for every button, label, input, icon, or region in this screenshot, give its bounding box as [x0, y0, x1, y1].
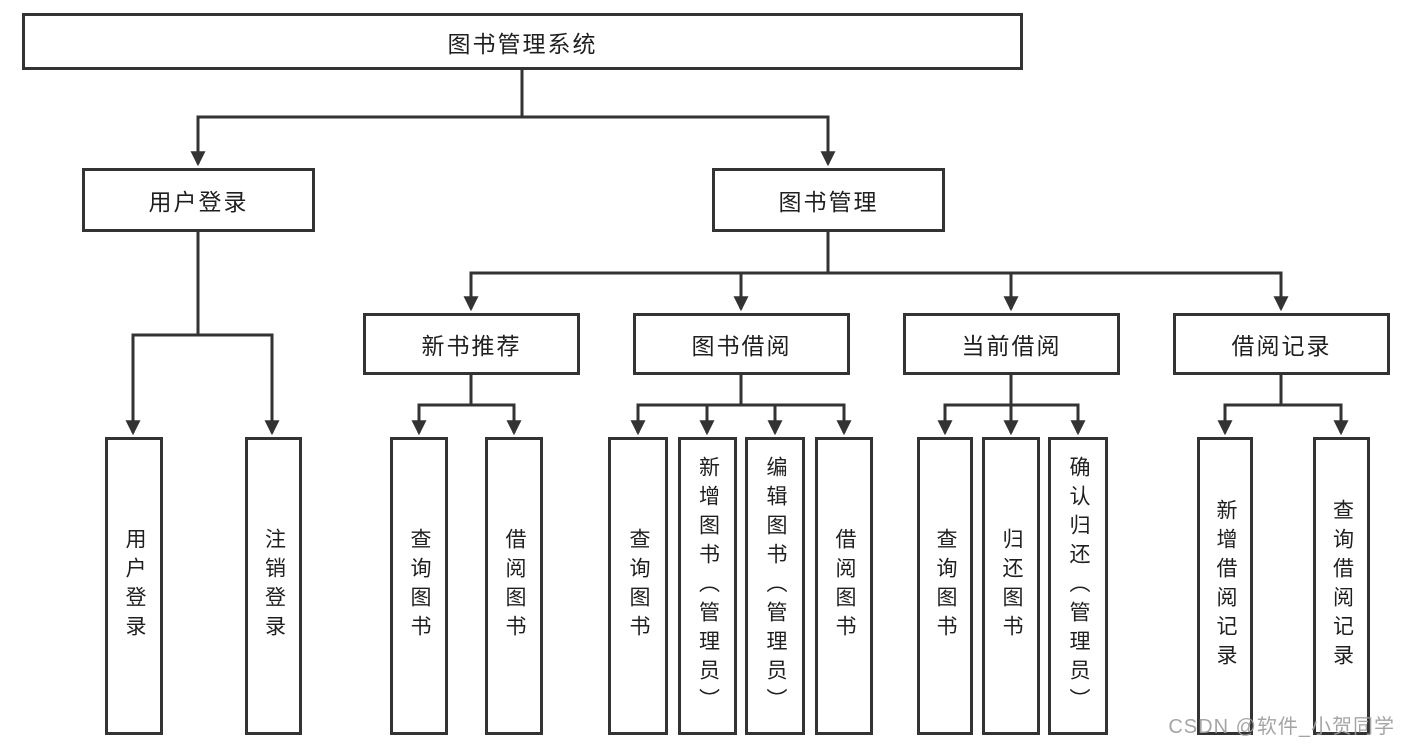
- node-book-borrow-label: 图书借阅: [691, 333, 792, 359]
- edges-current-borrow-to-leaves: [937, 375, 1086, 436]
- leaf-add-book-admin-label: 新增图书（管理员）: [696, 455, 720, 717]
- csdn-watermark: CSDN @软件_小贺同学: [1168, 716, 1395, 738]
- node-book-management-label: 图书管理: [778, 189, 879, 215]
- node-new-book-recommend-label: 新书推荐: [421, 333, 522, 359]
- leaf-borrow-books-label: 借阅图书: [833, 528, 857, 644]
- node-book-borrow: 图书借阅: [633, 313, 850, 375]
- leaf-user-login-label: 用户登录: [123, 528, 147, 644]
- leaf-borrow-books-recommend-label: 借阅图书: [503, 528, 527, 644]
- leaf-edit-book-admin: 编辑图书（管理员）: [745, 437, 805, 735]
- leaf-query-books-current: 查询图书: [917, 437, 973, 735]
- leaf-query-borrow-record-label: 查询借阅记录: [1330, 499, 1354, 673]
- leaf-confirm-return-admin: 确认归还（管理员）: [1048, 437, 1108, 735]
- leaf-query-books-recommend: 查询图书: [390, 437, 448, 735]
- node-current-borrow: 当前借阅: [903, 313, 1120, 375]
- leaf-borrow-books-recommend: 借阅图书: [485, 437, 543, 735]
- leaf-borrow-books: 借阅图书: [815, 437, 873, 735]
- leaf-return-book-label: 归还图书: [1000, 528, 1024, 644]
- leaf-edit-book-admin-label: 编辑图书（管理员）: [764, 455, 788, 717]
- node-book-management: 图书管理: [712, 168, 945, 232]
- leaf-query-books-borrow-label: 查询图书: [627, 528, 651, 644]
- leaf-query-books-recommend-label: 查询图书: [408, 528, 432, 644]
- node-borrow-records-label: 借阅记录: [1231, 333, 1332, 359]
- leaf-return-book: 归还图书: [982, 437, 1040, 735]
- edges-root-to-level2: [190, 70, 836, 167]
- leaf-query-books-borrow: 查询图书: [608, 437, 668, 735]
- leaf-add-borrow-record-label: 新增借阅记录: [1214, 499, 1238, 673]
- node-system-root-label: 图书管理系统: [447, 30, 598, 57]
- edges-new-book-to-leaves: [411, 375, 522, 436]
- edges-borrow-records-to-leaves: [1217, 375, 1349, 436]
- leaf-add-borrow-record: 新增借阅记录: [1197, 437, 1253, 735]
- node-new-book-recommend: 新书推荐: [363, 313, 580, 375]
- leaf-query-borrow-record: 查询借阅记录: [1313, 437, 1370, 735]
- edges-book-borrow-to-leaves: [630, 375, 852, 436]
- node-user-login: 用户登录: [82, 168, 315, 232]
- leaf-add-book-admin: 新增图书（管理员）: [678, 437, 737, 735]
- node-current-borrow-label: 当前借阅: [961, 333, 1062, 359]
- node-borrow-records: 借阅记录: [1173, 313, 1390, 375]
- leaf-logout: 注销登录: [245, 437, 302, 735]
- leaf-query-books-current-label: 查询图书: [934, 528, 958, 644]
- leaf-logout-label: 注销登录: [262, 528, 286, 644]
- node-user-login-label: 用户登录: [148, 189, 249, 215]
- leaf-confirm-return-admin-label: 确认归还（管理员）: [1067, 455, 1091, 717]
- leaf-user-login: 用户登录: [105, 437, 163, 735]
- node-system-root: 图书管理系统: [22, 13, 1023, 70]
- edges-book-management-to-level3: [463, 232, 1289, 312]
- edges-user-login-to-leaves: [125, 232, 280, 436]
